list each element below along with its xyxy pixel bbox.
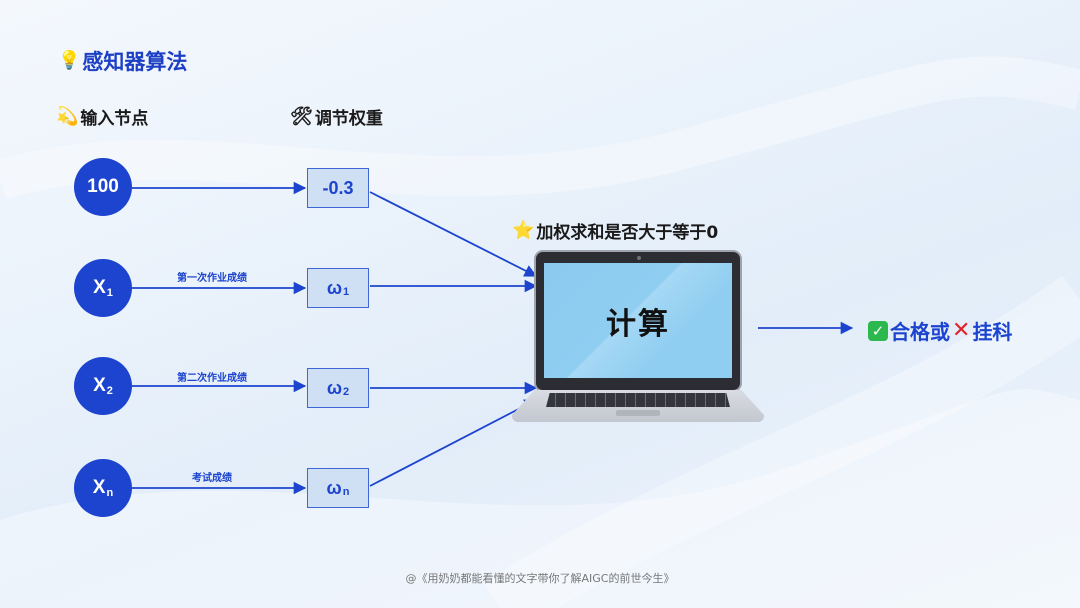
pass-text: 合格或 bbox=[890, 320, 950, 344]
dizzy-star-icon: 💫 bbox=[56, 105, 79, 127]
edge-label-x2: 第二次作业成绩 bbox=[177, 373, 247, 384]
edge-label-xn: 考试成绩 bbox=[192, 473, 232, 484]
weight-edge-3 bbox=[369, 399, 538, 487]
inputs-header: 💫 输入节点 bbox=[56, 104, 148, 129]
result-label: ✓ 合格或 ✕ 挂科 bbox=[868, 316, 1012, 345]
laptop-screen-frame: 计算 bbox=[534, 250, 742, 392]
laptop-trackpad bbox=[616, 410, 660, 416]
inputs-header-text: 输入节点 bbox=[80, 109, 149, 129]
lightbulb-icon: 💡 bbox=[58, 50, 81, 71]
weight-box-bias: -0.3 bbox=[307, 168, 369, 208]
check-mark-icon: ✓ bbox=[868, 320, 888, 341]
input-node-bias: 100 bbox=[74, 158, 132, 216]
hammer-wrench-icon: 🛠 bbox=[290, 105, 313, 127]
weight-edge-0 bbox=[369, 191, 538, 277]
laptop-icon: 计算 bbox=[512, 250, 764, 428]
weights-header-text: 调节权重 bbox=[314, 109, 383, 129]
cross-mark-icon: ✕ bbox=[952, 317, 971, 343]
weighted-sum-text: 加权求和是否大于等于0 bbox=[536, 223, 719, 243]
laptop-screen: 计算 bbox=[544, 263, 732, 378]
star-icon: ⭐ bbox=[512, 219, 535, 241]
compute-label: 计算 bbox=[606, 306, 670, 342]
fail-text: 挂科 bbox=[972, 320, 1013, 344]
footer-credit: @《用奶奶都能看懂的文字带你了解AIGC的前世今生》 bbox=[405, 572, 675, 585]
edge-label-x1: 第一次作业成绩 bbox=[177, 273, 247, 284]
page-title-text: 感知器算法 bbox=[82, 50, 188, 74]
weights-header: 🛠 调节权重 bbox=[290, 104, 383, 129]
webcam-dot bbox=[637, 256, 641, 260]
page-title: 💡 感知器算法 bbox=[58, 46, 187, 76]
laptop-keyboard bbox=[546, 393, 730, 407]
weighted-sum-label: ⭐ 加权求和是否大于等于0 bbox=[512, 218, 718, 243]
